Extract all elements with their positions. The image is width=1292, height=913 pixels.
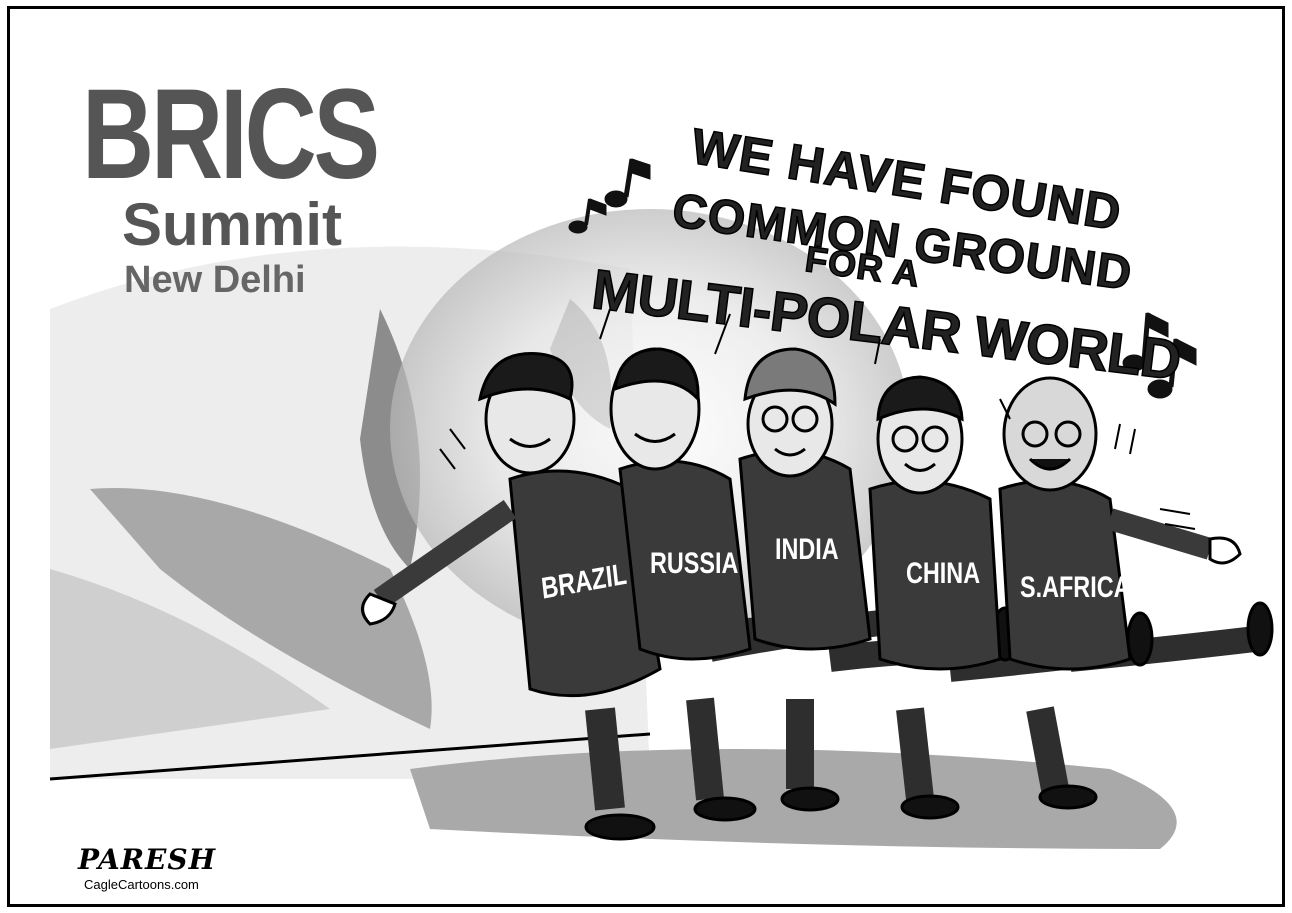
music-note-icon [568, 158, 1197, 399]
publisher-credit: CagleCartoons.com [84, 877, 199, 892]
cartoon-illustration [49, 158, 1274, 849]
dancer-label-india: INDIA [775, 533, 839, 566]
dancer-label-china: CHINA [906, 557, 981, 590]
artist-signature: PARESH [78, 843, 217, 876]
headline-location: New Delhi [124, 259, 306, 301]
headline-subtitle: Summit [122, 191, 343, 258]
headline-title: BRICS [82, 63, 380, 206]
motion-lines [439, 308, 1196, 530]
cartoon-frame: BRICS Summit New Delhi WE HAVE FOUND COM… [7, 6, 1285, 907]
dancer-label-russia: RUSSIA [650, 547, 739, 580]
dancer-line [361, 347, 1274, 841]
dancer-label-south-africa: S.AFRICA [1020, 571, 1131, 604]
